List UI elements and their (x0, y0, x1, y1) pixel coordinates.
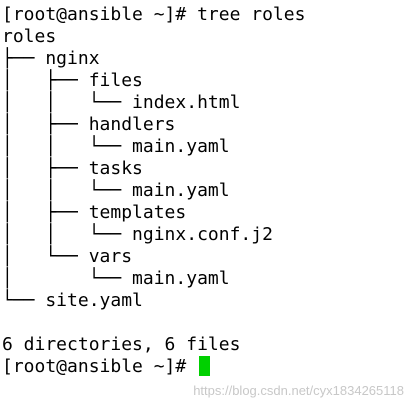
prompt-line[interactable]: [root@ansible ~]# (2, 356, 211, 378)
tree-line-handlers: │ ├── handlers (2, 114, 176, 135)
summary-line: 6 directories, 6 files (2, 334, 241, 355)
command-line: [root@ansible ~]# tree roles (2, 4, 306, 25)
tree-line-files: │ ├── files (2, 70, 143, 91)
tree-line-site-yaml: └── site.yaml (2, 290, 143, 311)
cursor-block (199, 356, 211, 376)
tree-line-tasks-main-yaml: │ │ └── main.yaml (2, 180, 230, 201)
tree-line-vars-main-yaml: │ └── main.yaml (2, 268, 230, 289)
tree-line-tasks: │ ├── tasks (2, 158, 143, 179)
tree-line-nginx: ├── nginx (2, 48, 100, 69)
prompt-text: [root@ansible ~]# (2, 356, 198, 377)
tree-line-templates: │ ├── templates (2, 202, 187, 223)
tree-line-roles: roles (2, 26, 57, 47)
tree-line-index-html: │ │ └── index.html (2, 92, 241, 113)
watermark: https://blog.csdn.net/cyx1834265118 (193, 383, 404, 398)
tree-line-vars: │ └── vars (2, 246, 133, 267)
tree-line-handlers-main-yaml: │ │ └── main.yaml (2, 136, 230, 157)
tree-line-nginx-conf: │ │ └── nginx.conf.j2 (2, 224, 273, 245)
